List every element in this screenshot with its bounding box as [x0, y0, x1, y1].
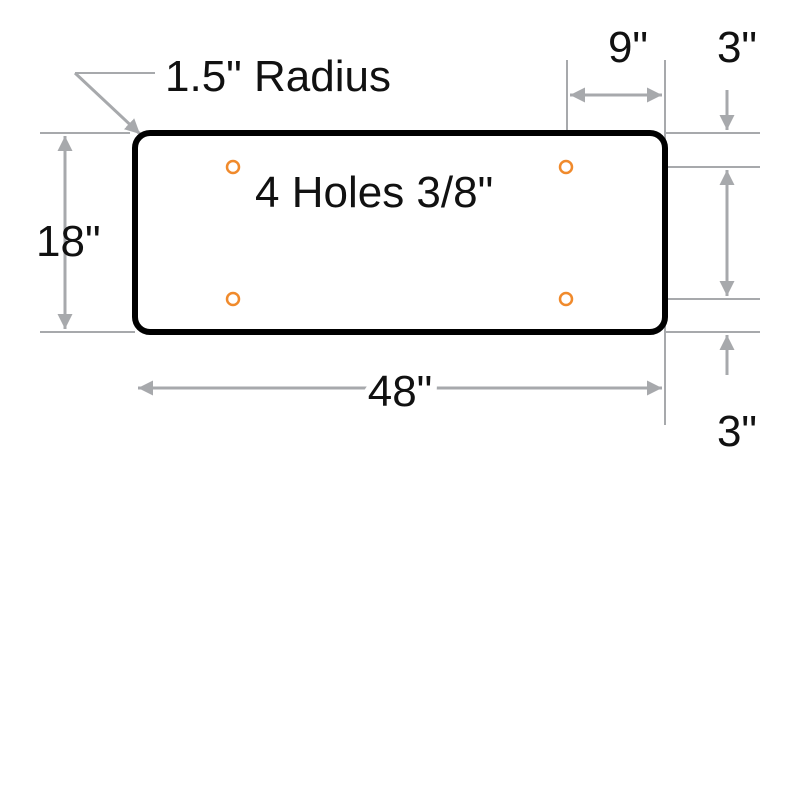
radius-leader-arrow [73, 71, 142, 136]
hole-top-right [558, 159, 574, 175]
width-label: 48" [368, 367, 433, 416]
sign-outline [132, 130, 668, 335]
hole-bottom-right [558, 291, 574, 307]
mounting-holes [225, 159, 574, 307]
hole-inset-top-label: 3" [717, 23, 757, 72]
radius-label: 1.5" Radius [165, 52, 391, 101]
height-label: 18" [36, 217, 101, 266]
hole-bottom-left [225, 291, 241, 307]
hole-inset-bottom-label: 3" [717, 407, 757, 456]
hole-inset-horizontal-label: 9" [608, 23, 648, 72]
hole-top-left [225, 159, 241, 175]
holes-label: 4 Holes 3/8" [255, 168, 493, 217]
